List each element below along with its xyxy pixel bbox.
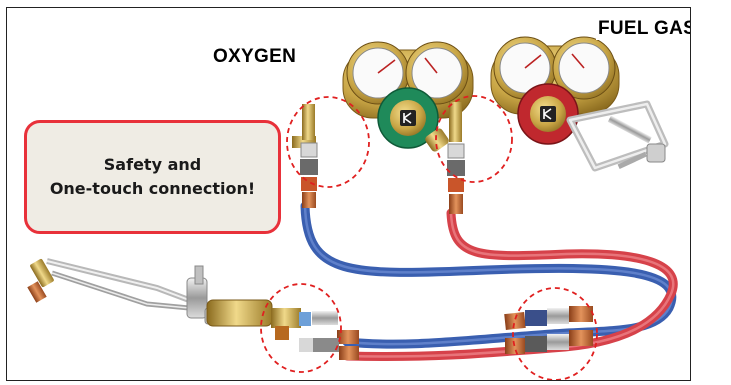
oxygen-regulator (292, 41, 474, 208)
fuel-gas-regulator (447, 36, 669, 214)
hose-coupler-set (504, 306, 593, 354)
oxygen-hose (300, 201, 677, 349)
welding-torch (27, 258, 359, 360)
safety-callout-box: Safety and One-touch connection! (24, 120, 281, 234)
fuel-gas-label: FUEL GAS (596, 18, 690, 40)
callout-line-2: One-touch connection! (49, 179, 256, 198)
oxygen-coupler-highlight (286, 96, 370, 188)
product-illustration-frame: OXYGEN FUEL GAS Safety and One-touch con… (6, 7, 691, 381)
callout-line-1: Safety and (103, 155, 202, 174)
torch-coupler-highlight (260, 283, 342, 373)
fuel-coupler-highlight (435, 95, 513, 183)
hose-coupler-highlight (512, 287, 598, 380)
fuel-gas-hose (342, 208, 678, 362)
oxygen-label: OXYGEN (213, 46, 297, 67)
regulator-logo-icon (400, 110, 416, 126)
welding-set-illustration (27, 36, 678, 380)
